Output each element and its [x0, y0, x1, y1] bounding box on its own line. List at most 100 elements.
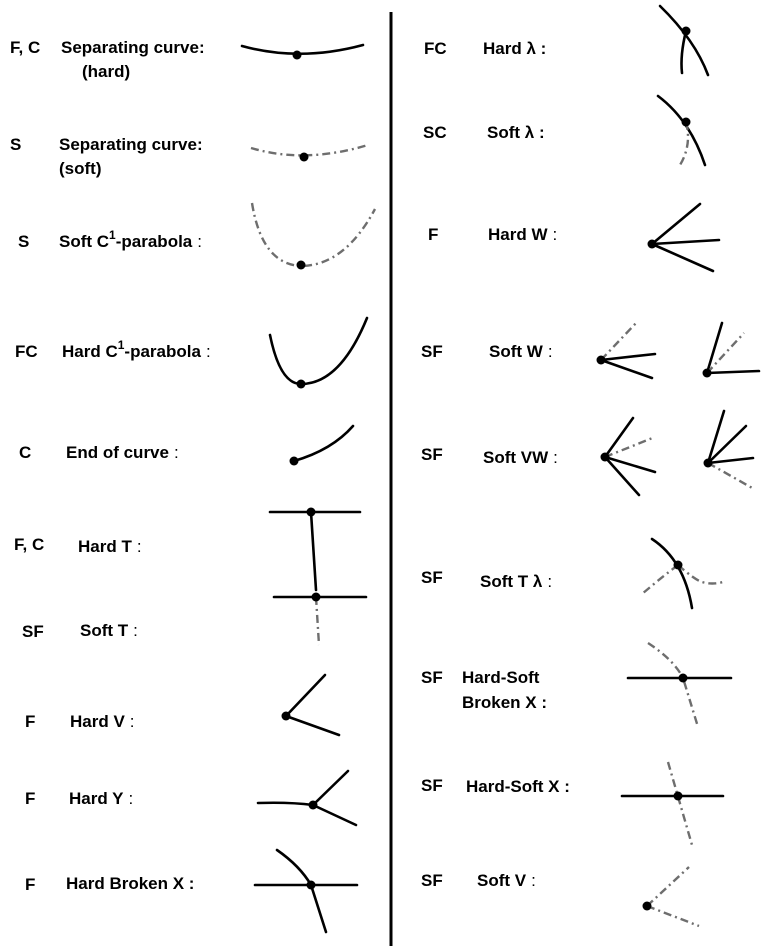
- soft-parabola: [250, 202, 377, 268]
- junction-dot: [647, 239, 657, 249]
- hard-arm: [311, 803, 358, 827]
- hard-broken-line: [275, 848, 328, 934]
- hard-curve: [240, 43, 365, 56]
- entry-label: Separating curve:: [61, 38, 205, 57]
- hard-branch: [680, 29, 688, 75]
- entry-hard-t: F, C Hard T:: [14, 507, 362, 592]
- entry-label: Hard T:: [78, 537, 142, 556]
- entry-hard-soft-broken-x: SF Hard-Soft Broken X :: [421, 641, 733, 728]
- hard-curve: [650, 537, 694, 610]
- hard-curve: [656, 94, 707, 167]
- entry-code: S: [18, 232, 29, 251]
- junction-dot: [299, 152, 309, 162]
- entry-label: Hard W:: [488, 225, 557, 244]
- entry-soft-t: SF Soft T:: [22, 592, 368, 646]
- hard-arm: [650, 238, 721, 246]
- hard-arm: [650, 242, 715, 273]
- hard-arm: [599, 358, 654, 380]
- soft-arm: [646, 866, 690, 907]
- junction-dot: [281, 711, 291, 721]
- entry-hard-v: F Hard V:: [25, 673, 341, 737]
- entry-hard-w: F Hard W:: [428, 202, 721, 273]
- junction-dot: [289, 456, 299, 466]
- entry-code: F: [428, 225, 438, 244]
- entry-code: FC: [424, 39, 447, 58]
- entry-code: SF: [421, 871, 443, 890]
- soft-branch: [641, 564, 679, 595]
- entry-code: C: [19, 443, 31, 462]
- entry-label: Soft VW:: [483, 448, 558, 467]
- hard-arm: [706, 409, 726, 465]
- hard-arm: [705, 369, 761, 375]
- entry-soft-c1-parabola: S Soft C1-parabola:: [18, 202, 377, 270]
- junction-dot: [642, 901, 652, 911]
- entry-label: Soft λ :: [487, 123, 545, 142]
- hard-arm: [705, 321, 724, 375]
- soft-stem: [314, 596, 321, 646]
- entry-hard-c1-parabola: FC Hard C1-parabola:: [15, 316, 369, 389]
- junction-dot: [296, 260, 306, 270]
- entry-label: Hard Broken X :: [66, 874, 194, 893]
- entry-code: SF: [421, 668, 443, 687]
- entry-code: F: [25, 712, 35, 731]
- hard-arm: [599, 352, 657, 362]
- entry-label: Soft W:: [489, 342, 553, 361]
- entry-label: Soft V:: [477, 871, 536, 890]
- entry-label: Soft T λ:: [480, 572, 552, 591]
- entry-label: Hard C1-parabola:: [62, 338, 211, 361]
- entry-code: F, C: [10, 38, 40, 57]
- hard-stem: [309, 510, 318, 592]
- entry-code: SC: [423, 123, 447, 142]
- entry-label-line2: (hard): [82, 62, 130, 81]
- soft-arm: [646, 904, 700, 928]
- entry-soft-w: SF Soft W:: [421, 321, 761, 380]
- junction-dot: [292, 50, 302, 60]
- entry-code: F: [25, 789, 35, 808]
- entry-code: S: [10, 135, 21, 154]
- hard-arm: [603, 455, 641, 497]
- entry-hard-lambda: FC Hard λ :: [424, 4, 710, 77]
- entry-label: Hard-Soft: [462, 668, 540, 687]
- hard-curve-end: [292, 424, 355, 463]
- entry-label: Separating curve:: [59, 135, 203, 154]
- entry-soft-vw: SF Soft VW:: [421, 409, 755, 497]
- junction-dot: [306, 880, 316, 890]
- entry-code: SF: [22, 622, 44, 641]
- entry-label: Soft T:: [80, 621, 138, 640]
- junction-dot: [673, 560, 683, 570]
- soft-line: [666, 761, 694, 846]
- junction-dot: [308, 800, 318, 810]
- junction-dot: [678, 673, 688, 683]
- soft-curve: [250, 143, 369, 157]
- entry-code: SF: [421, 342, 443, 361]
- entry-code: F, C: [14, 535, 44, 554]
- entry-end-of-curve: C End of curve:: [19, 424, 355, 466]
- entry-code: SF: [421, 776, 443, 795]
- junction-dot: [702, 368, 712, 378]
- hard-arm: [706, 456, 755, 465]
- soft-arm: [600, 321, 638, 361]
- hard-arm: [603, 455, 657, 474]
- entry-separating-curve-soft: S Separating curve: (soft): [10, 135, 369, 178]
- hard-arm: [284, 714, 341, 737]
- entry-hard-soft-x: SF Hard-Soft X :: [421, 761, 725, 846]
- hard-arm: [706, 424, 748, 465]
- entry-separating-curve-hard: F, C Separating curve: (hard): [10, 38, 365, 81]
- junction-dot: [296, 379, 306, 389]
- junction-dot: [596, 355, 606, 365]
- entry-label: Hard λ :: [483, 39, 546, 58]
- hard-arm: [311, 769, 350, 807]
- entry-label: Soft C1-parabola:: [59, 228, 202, 251]
- entry-code: SF: [421, 445, 443, 464]
- hard-parabola: [268, 316, 369, 386]
- junction-dot: [681, 26, 691, 36]
- hard-arm: [650, 202, 702, 246]
- entry-label: End of curve:: [66, 443, 179, 462]
- junction-dot: [600, 452, 610, 462]
- entry-soft-t-lambda: SF Soft T λ:: [421, 537, 724, 610]
- hard-arm: [284, 673, 327, 718]
- entry-hard-y: F Hard Y:: [25, 769, 358, 827]
- hard-stem: [256, 801, 315, 807]
- entry-code: SF: [421, 568, 443, 587]
